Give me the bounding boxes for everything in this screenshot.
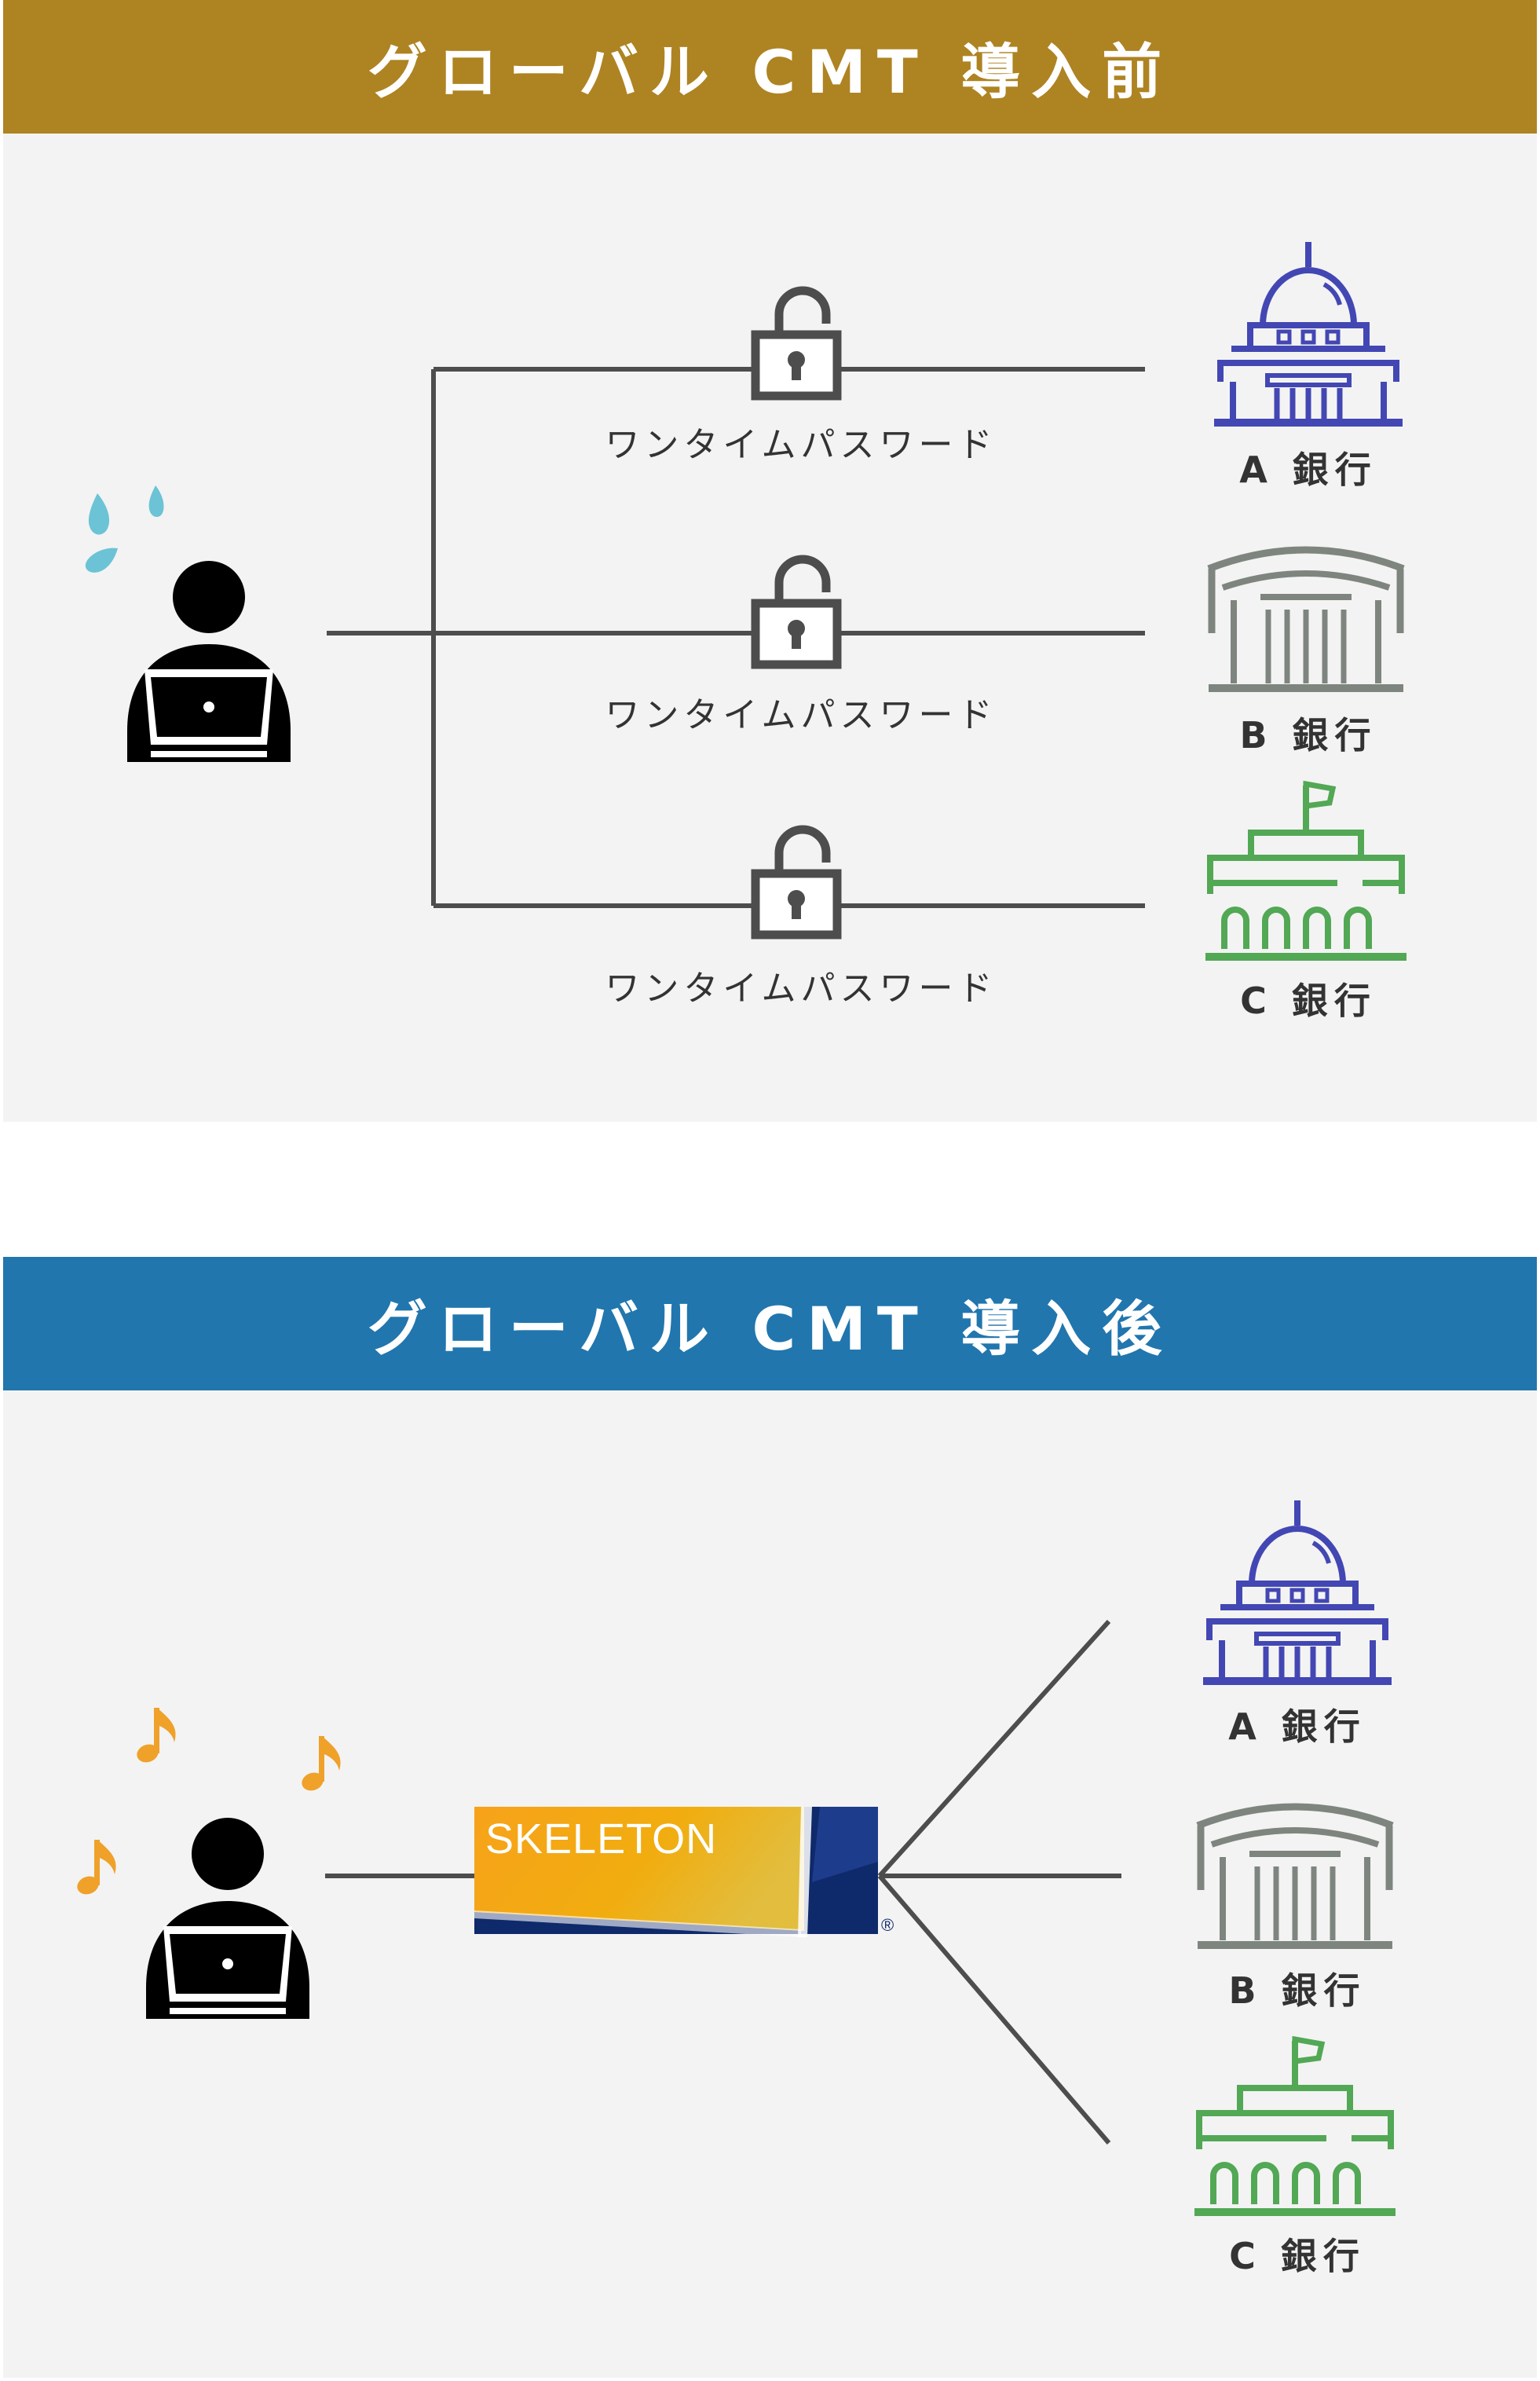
worried-user-icon: [127, 561, 291, 762]
happy-user-icon: [146, 1818, 309, 2019]
bank-dome-icon: [1214, 242, 1403, 423]
bank-a-label: A 銀行: [1239, 449, 1377, 491]
after-connection-lines: [325, 1619, 1121, 2145]
padlock-icon: [755, 291, 837, 396]
bank-a-label: A 銀行: [1228, 1705, 1366, 1748]
bank-columns-icon: [1209, 550, 1403, 688]
music-note-icon: [134, 1708, 176, 1766]
padlock-icon: [755, 559, 837, 665]
bank-b-label: B 銀行: [1239, 714, 1377, 756]
otp-label: ワンタイムパスワード: [605, 425, 997, 465]
before-banner: グローバル CMT 導入前: [3, 0, 1537, 134]
music-note-icon: [299, 1736, 341, 1794]
bank-flag-icon: [1205, 784, 1406, 957]
bank-dome-icon: [1203, 1500, 1392, 1681]
registered-mark: ®: [881, 1915, 894, 1935]
otp-label: ワンタイムパスワード: [605, 695, 997, 735]
padlock-icon: [755, 830, 837, 935]
skeleton-logo: [474, 1807, 878, 1937]
after-banner: グローバル CMT 導入後: [3, 1257, 1537, 1390]
otp-label: ワンタイムパスワード: [605, 969, 997, 1009]
bank-flag-icon: [1194, 2039, 1396, 2212]
sweat-drops-icon: [85, 485, 164, 573]
bank-b-label: B 銀行: [1228, 1969, 1366, 2012]
bank-c-label: C 銀行: [1229, 2235, 1366, 2277]
before-title: グローバル CMT 導入前: [367, 37, 1173, 107]
after-title: グローバル CMT 導入後: [367, 1294, 1173, 1364]
skeleton-logo-text: SKELETON: [485, 1815, 718, 1863]
bank-c-label: C 銀行: [1240, 980, 1377, 1022]
bank-columns-icon: [1198, 1807, 1392, 1945]
music-note-icon: [75, 1840, 116, 1898]
